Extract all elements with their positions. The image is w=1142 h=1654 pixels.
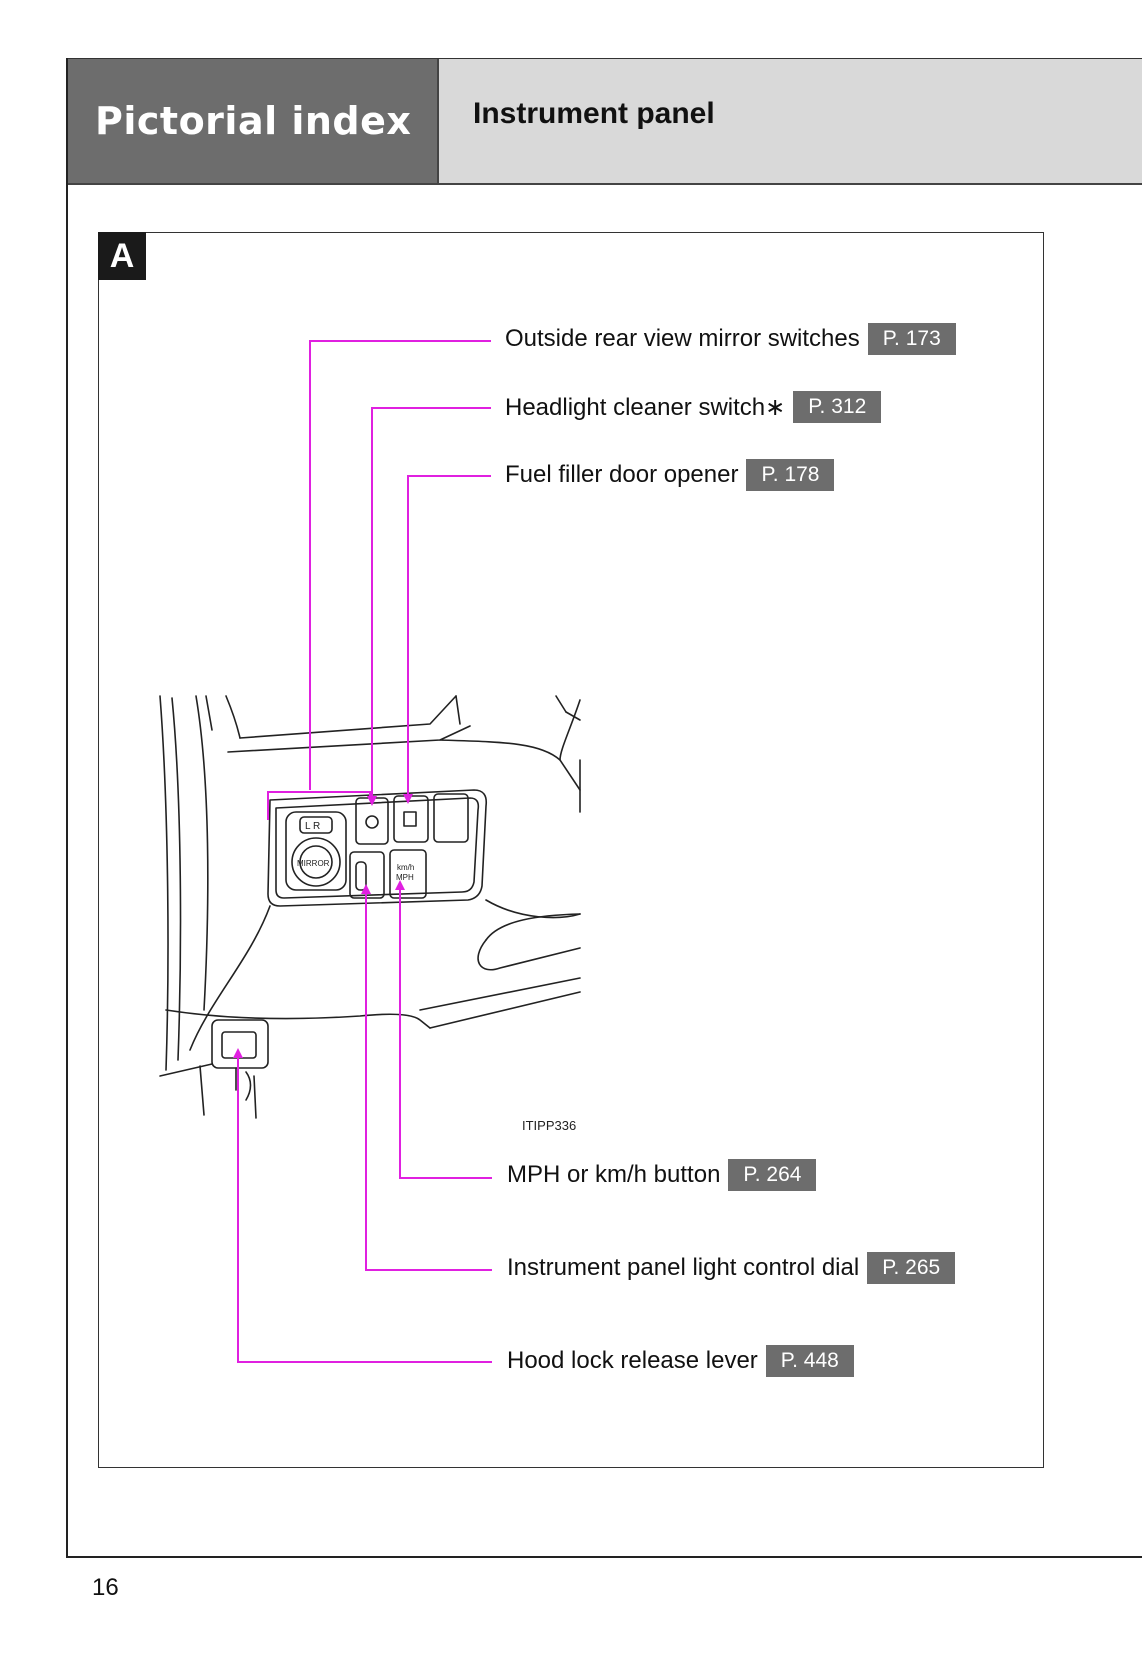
page-header: Instrument panel [439, 59, 1142, 183]
section-header: Pictorial index [67, 59, 439, 183]
callout-label: Headlight cleaner switch∗ [505, 393, 786, 421]
callout-mph-button: MPH or km/h button P. 264 [507, 1158, 817, 1192]
leader-mirror-switches [309, 340, 491, 790]
page-frame-left [66, 58, 68, 1558]
section-title: Pictorial index [95, 99, 412, 143]
arrow-dimmer-dial [361, 884, 371, 894]
page-number: 16 [92, 1574, 119, 1601]
callout-label: Fuel filler door opener [505, 461, 739, 488]
mirror-lr-text: L R [305, 821, 320, 832]
leader-fuel-filler [407, 475, 491, 798]
arrow-mph-button [395, 880, 405, 890]
leader-dimmer-dial [365, 890, 492, 1271]
callout-fuel-filler: Fuel filler door opener P. 178 [505, 458, 835, 492]
leader-headlight-cleaner [371, 407, 491, 800]
page-ref-badge: P. 448 [765, 1345, 854, 1377]
page-ref-badge: P. 264 [728, 1159, 817, 1191]
page-title: Instrument panel [473, 97, 715, 130]
arrow-fuel-filler [403, 794, 413, 804]
callout-hood-lever: Hood lock release lever P. 448 [507, 1344, 854, 1378]
mirror-text: MIRROR [297, 859, 330, 868]
leader-mph-button [399, 886, 492, 1179]
callout-label: Instrument panel light control dial [507, 1254, 860, 1281]
kmh-text: km/h [397, 863, 414, 872]
callout-label: Hood lock release lever [507, 1347, 758, 1374]
callout-dimmer-dial: Instrument panel light control dial P. 2… [507, 1251, 956, 1285]
arrow-hood-lever [233, 1048, 243, 1058]
page-ref-badge: P. 178 [746, 459, 835, 491]
callout-headlight-cleaner: Headlight cleaner switch∗ P. 312 [505, 390, 882, 424]
page-ref-badge: P. 265 [867, 1252, 956, 1284]
page-frame-bottom [66, 1556, 1142, 1558]
figure-code: ITIPP336 [522, 1118, 577, 1133]
figure-box [98, 232, 1044, 1468]
header-bottom-rule [66, 183, 1142, 185]
page-ref-badge: P. 173 [867, 323, 956, 355]
callout-label: Outside rear view mirror switches [505, 325, 860, 352]
leader-hood-lever [237, 1054, 492, 1363]
arrow-headlight-cleaner [367, 796, 377, 806]
callout-label: MPH or km/h button [507, 1161, 721, 1188]
callout-mirror-switches: Outside rear view mirror switches P. 173 [505, 322, 956, 356]
figure-badge: A [98, 232, 146, 280]
mph-text: MPH [396, 873, 414, 882]
page-ref-badge: P. 312 [793, 391, 882, 423]
